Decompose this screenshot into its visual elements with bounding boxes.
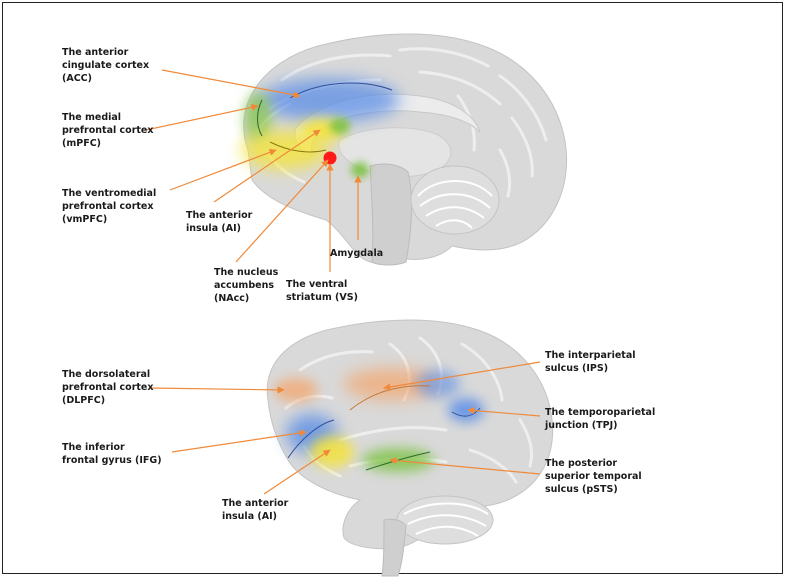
tpj-outline [451, 407, 481, 417]
lateral-cerebellum [396, 495, 494, 545]
arrow-ifg [171, 429, 307, 453]
region-labels: The anterior cingulate cortex (ACC) The … [62, 47, 659, 522]
arrow-ai-medial [213, 129, 321, 203]
label-psts: The posterior superior temporal sulcus (… [545, 458, 645, 495]
mpfc-outline [257, 99, 263, 137]
label-amygdala: Amygdala [330, 248, 383, 259]
arrow-acc [161, 69, 301, 99]
arrow-nacc [235, 159, 329, 263]
label-tpj: The temporoparietal junction (TPJ) [544, 407, 659, 431]
label-ai-lateral: The anterior insula (AI) [222, 498, 292, 522]
ai-region-lateral [310, 436, 354, 468]
label-vs: The ventral striatum (VS) [286, 279, 358, 303]
leader-arrows [145, 69, 541, 495]
label-acc: The anterior cingulate cortex (ACC) [62, 47, 152, 84]
arrow-dlpfc [149, 386, 285, 394]
ips-region [344, 368, 440, 400]
vs-region [330, 118, 350, 134]
arrow-ips [383, 361, 541, 391]
vmpfc-outline [269, 141, 327, 153]
arrow-ai-lateral [263, 449, 331, 495]
cerebellum [410, 165, 500, 235]
tpj-region [448, 398, 484, 422]
label-dlpfc: The dorsolateral prefrontal cortex (DLPF… [62, 369, 157, 406]
label-vmpfc: The ventromedial prefrontal cortex (vmPF… [62, 188, 160, 225]
medial-brain-view [241, 33, 568, 266]
label-ai-medial: The anterior insula (AI) [186, 210, 256, 234]
arrow-psts [389, 457, 541, 475]
label-mpfc: The medial prefrontal cortex (mPFC) [62, 112, 157, 149]
ips-outline [349, 385, 431, 411]
ifg-outline [287, 419, 335, 459]
lateral-brain-view [266, 319, 554, 577]
psts-outline [365, 451, 431, 471]
arrow-mpfc [145, 103, 259, 131]
ips-region-blue [416, 370, 460, 398]
brainstem [369, 163, 413, 266]
dlpfc-region [274, 378, 318, 402]
vmpfc-region [241, 130, 329, 170]
arrow-tpj [467, 406, 541, 417]
label-ifg: The inferior frontal gyrus (IFG) [62, 442, 162, 466]
amygdala-region [351, 162, 369, 178]
label-ips: The interparietal sulcus (IPS) [545, 350, 639, 374]
acc-region [260, 78, 400, 122]
label-nacc: The nucleus accumbens (NAcc) [214, 267, 282, 304]
lateral-brainstem [381, 518, 407, 577]
arrow-vmpfc [169, 148, 277, 191]
